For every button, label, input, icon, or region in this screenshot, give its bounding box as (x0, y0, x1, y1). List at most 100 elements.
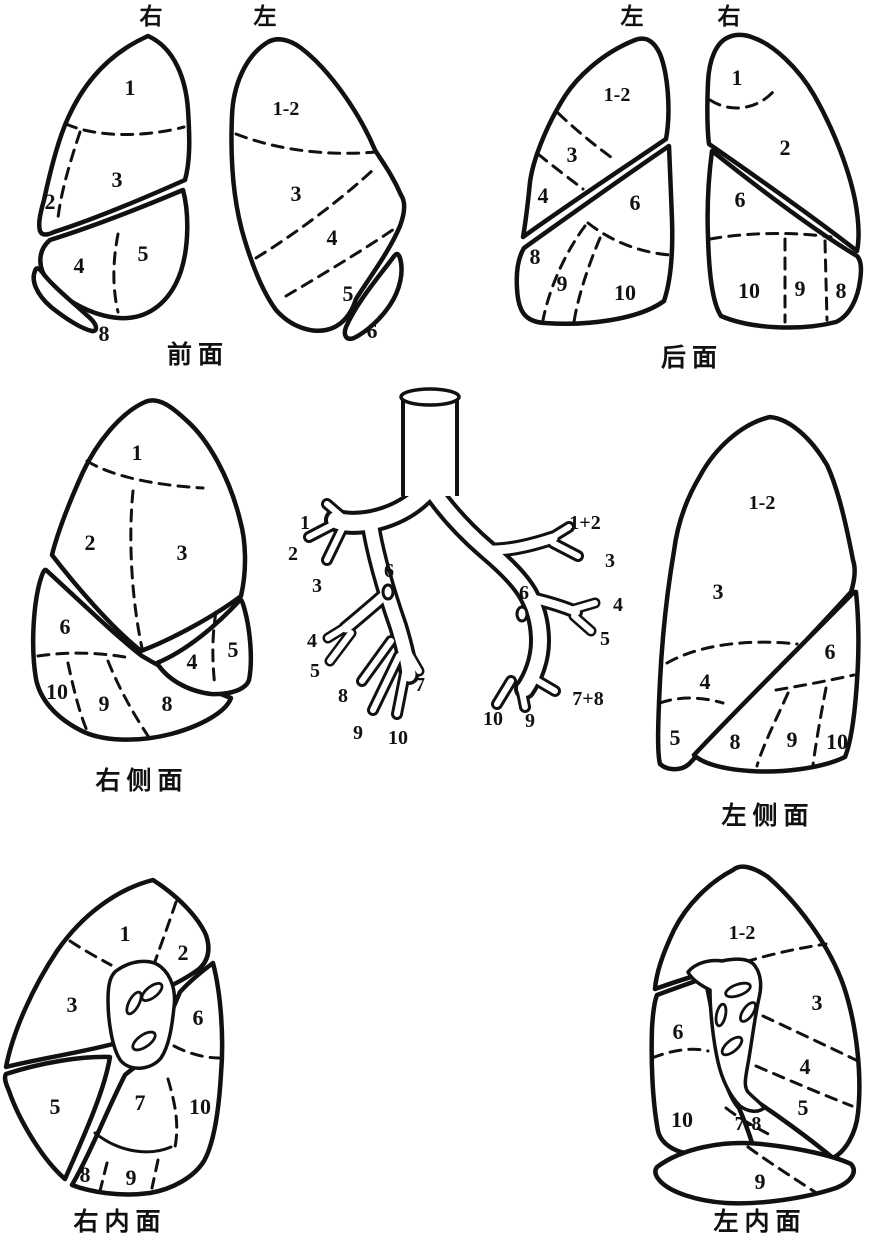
upper-lobe-outline (655, 414, 857, 772)
segment-label: 3 (812, 990, 823, 1015)
segment-9-outline (653, 1140, 856, 1206)
left-b6-opening (515, 605, 529, 623)
hilum-vessel-opening (714, 1002, 728, 1028)
segment-label: 8 (162, 691, 173, 716)
fissure-78-9 (746, 1145, 817, 1194)
fissure-2-3 (56, 130, 82, 220)
upper-lobe-outline (49, 398, 248, 654)
right-medial-view: 1 2 3 6 5 7 10 8 9 右内面 (2, 877, 225, 1236)
fissure-9-8 (106, 659, 152, 741)
fissure-3-4 (536, 152, 585, 191)
segment-label: 4 (700, 669, 711, 694)
segment-label: 6 (60, 614, 71, 639)
fissure-12-3 (743, 942, 828, 964)
right-upper-lobe-outline (705, 32, 861, 254)
hilum-vessel-opening (724, 981, 752, 999)
fissure-1-23 (85, 459, 205, 490)
segment-label: 6 (193, 1005, 204, 1030)
bronchus-label: 6 (384, 560, 394, 582)
bronchus-label: 3 (312, 575, 322, 597)
caption-right-lateral: 右侧面 (95, 766, 188, 795)
segment-label: 1 (125, 75, 136, 100)
fissure-4-5 (658, 696, 725, 705)
hilum-vessel-opening (125, 990, 143, 1016)
fissure-6-basal (708, 231, 833, 241)
segment-label: 3 (713, 579, 724, 604)
segment-label: 1-2 (604, 84, 631, 106)
segment-label: 1 (132, 440, 143, 465)
fissure-6-10 (172, 1044, 221, 1060)
segment-label: 3 (112, 167, 123, 192)
bronchus-label: 1+2 (569, 512, 600, 534)
arc-under-7 (93, 1131, 173, 1154)
middle-lobe-outline (2, 1054, 113, 1182)
bronchus-label: 9 (353, 722, 363, 744)
fissure-10-9 (66, 661, 90, 735)
anterior-right-header: 右 (140, 3, 163, 29)
fissure-78-arc (724, 1106, 774, 1138)
segment-label: 3 (567, 142, 578, 167)
segment-label: 1 (732, 65, 743, 90)
caption-anterior: 前面 (167, 340, 229, 369)
lower-lobe-outline (691, 589, 861, 774)
segment-label: 10 (671, 1107, 693, 1132)
bronchial-tree: 1 2 3 6 4 5 8 9 10 7 1+2 3 4 5 6 7+8 9 1… (288, 387, 623, 749)
segment-label: 9 (755, 1169, 766, 1194)
fissure-4-5 (284, 227, 396, 298)
bronchus-label: 9 (525, 710, 535, 732)
segment-label: 3 (67, 992, 78, 1017)
bronchus-label: 7 (415, 674, 425, 696)
fissure-9-8 (823, 239, 829, 322)
left-lung-outline (229, 37, 407, 333)
segment-label: 10 (738, 278, 760, 303)
segment-label: 8 (836, 278, 847, 303)
bronchus-label: 7+8 (572, 688, 603, 710)
anterior-right-lung: 1 3 2 4 5 8 (31, 33, 192, 346)
segment-label: 3 (177, 540, 188, 565)
segment-label: 6 (367, 318, 378, 343)
segment-label: 6 (825, 639, 836, 664)
fissure-4-5 (112, 232, 120, 314)
segment-label: 8 (80, 1162, 91, 1187)
fissure-2-3 (129, 489, 144, 650)
fissure-3-4 (761, 1014, 860, 1063)
segment-label: 8 (730, 729, 741, 754)
fissure-9-10 (572, 236, 602, 324)
segment-label: 7 (135, 1090, 146, 1115)
bronchus-label: 10 (388, 727, 408, 749)
segment-label: 6 (735, 187, 746, 212)
fissure-4-5 (754, 1064, 854, 1108)
bronchus-label: 1 (300, 512, 310, 534)
segment-label: 2 (85, 530, 96, 555)
segment-label: 5 (50, 1094, 61, 1119)
fissure-8-9 (755, 691, 790, 768)
right-b6-opening (381, 583, 395, 601)
bronchus-label: 6 (519, 582, 529, 604)
segment-label: 1-2 (729, 922, 756, 944)
anterior-left-header: 左 (254, 3, 277, 29)
hilum-vessel-opening (739, 1001, 757, 1023)
fissure-6-basal (774, 673, 856, 692)
fissure-8-9 (541, 224, 587, 322)
tree-labels: 1 2 3 6 4 5 8 9 10 7 1+2 3 4 5 6 7+8 9 1… (288, 512, 623, 749)
segment-label: 9 (787, 727, 798, 752)
segment-label: 4 (74, 253, 85, 278)
left-medial-view: 1-2 3 4 5 6 10 7-8 9 左内面 (649, 864, 862, 1236)
segment-label: 9 (99, 691, 110, 716)
right-lateral-view: 1 2 3 6 10 9 8 4 5 右侧面 (30, 398, 254, 795)
segment-label: 1-2 (273, 98, 300, 120)
segment-label: 5 (228, 637, 239, 662)
hilum-outline (106, 959, 177, 1070)
segment-label: 4 (538, 183, 549, 208)
bronchus-label: 5 (310, 660, 320, 682)
fissure-3-4 (254, 167, 376, 260)
tree-lumen (306, 396, 598, 717)
bronchus-label: 10 (483, 708, 503, 730)
hilum-vessel-opening (140, 982, 164, 1002)
fissure-1-2 (708, 90, 775, 110)
bronchus-label: 3 (605, 550, 615, 572)
segment-label: 2 (45, 189, 56, 214)
segment-label: 9 (126, 1165, 137, 1190)
segment-label: 7-8 (735, 1113, 762, 1135)
